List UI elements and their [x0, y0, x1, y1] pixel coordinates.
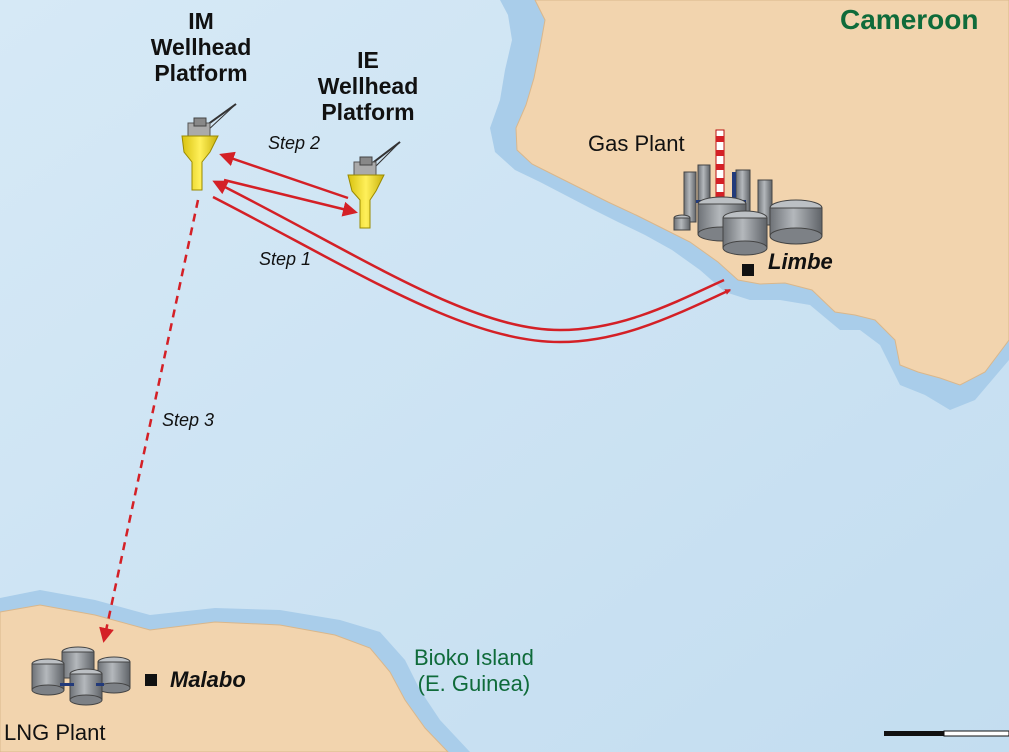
malabo-marker	[145, 674, 157, 686]
im-platform-label: IM Wellhead Platform	[150, 8, 252, 86]
lng-plant-icon	[31, 646, 131, 706]
ie-platform-label: IE Wellhead Platform	[317, 47, 419, 125]
step3-route	[99, 199, 200, 643]
step2-route-to-ie	[223, 178, 358, 217]
lng-plant-label: LNG Plant	[4, 720, 106, 745]
im-platform-icon	[181, 103, 237, 191]
malabo-label: Malabo	[170, 667, 246, 692]
limbe-label: Limbe	[768, 249, 833, 274]
island-label: Bioko Island (E. Guinea)	[414, 645, 534, 696]
step2-label: Step 2	[268, 133, 321, 153]
scale-bar	[884, 730, 1009, 737]
country-label: Cameroon	[840, 4, 979, 35]
step2-route-to-im	[219, 151, 349, 200]
gas-plant-label: Gas Plant	[588, 131, 685, 156]
step3-label: Step 3	[162, 410, 215, 430]
ie-platform-icon	[347, 141, 401, 229]
gas-plant-icon	[673, 129, 823, 256]
limbe-marker	[742, 264, 754, 276]
step1-route-inbound	[212, 195, 731, 344]
step1-label: Step 1	[259, 249, 312, 269]
step1-route-outbound	[212, 180, 725, 332]
